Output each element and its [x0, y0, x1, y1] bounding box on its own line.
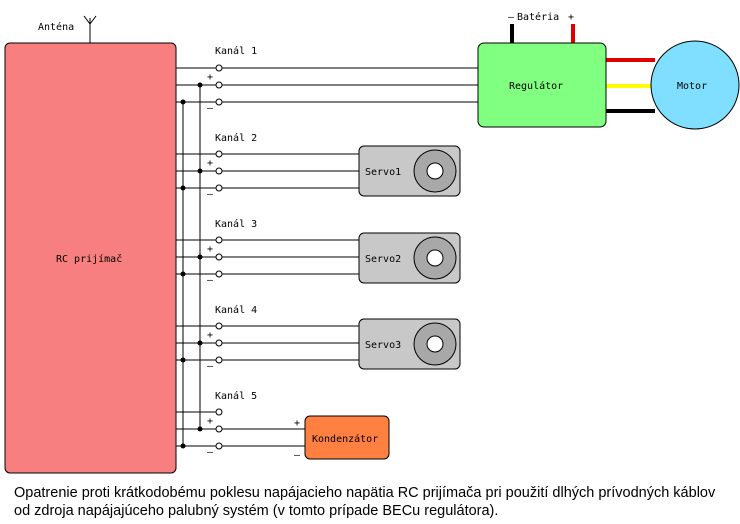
ch1-plus-sign: +: [207, 72, 213, 83]
rc-receiver-box: [4, 42, 177, 474]
servo1: Servo1: [358, 145, 461, 197]
ch3-plus-junction: [197, 254, 203, 260]
ch3-minus-sign: –: [207, 275, 214, 286]
ch5-signal-terminal: [215, 408, 223, 416]
ch1-signal-terminal: [215, 64, 223, 72]
rc-receiver-label: RC prijímač: [56, 253, 122, 265]
ch3-plus-sign: +: [207, 244, 213, 255]
capacitor-label: Kondenzátor: [312, 433, 378, 445]
motor-circle: [650, 40, 740, 130]
ch2-plus-junction: [197, 168, 203, 174]
ch5-minus-junction: [180, 443, 186, 449]
antenna-label: Anténa: [38, 21, 74, 33]
servo1-label: Servo1: [365, 167, 401, 178]
channel-wires: [176, 64, 478, 450]
servo3-label: Servo3: [365, 340, 401, 351]
antenna-icon: [83, 15, 97, 44]
battery-minus-sign: –: [508, 12, 515, 23]
ch2-minus-terminal: [215, 184, 223, 192]
ch1-minus-sign: –: [207, 103, 214, 114]
regulator-box: [477, 42, 607, 128]
ch2-plus-terminal: [215, 167, 223, 175]
ch1-minus-junction: [180, 99, 186, 105]
battery-label: Batéria: [517, 11, 559, 23]
ch2-plus-sign: +: [207, 158, 213, 169]
ch4-minus-junction: [180, 357, 186, 363]
ch2-minus-junction: [180, 185, 186, 191]
figure-caption: Opatrenie proti krátkodobému poklesu nap…: [14, 485, 716, 519]
ch5-minus-terminal: [215, 442, 223, 450]
ch5-plus-junction: [197, 426, 203, 432]
ch4-minus-sign: –: [207, 361, 214, 372]
capacitor-box: [304, 415, 390, 460]
ch3-plus-terminal: [215, 253, 223, 261]
channel-5-label: Kanál 5: [215, 390, 257, 402]
ch5-plus-terminal: [215, 425, 223, 433]
motor-label: Motor: [677, 81, 707, 92]
capacitor-minus-sign: –: [294, 450, 301, 461]
ch5-plus-sign: +: [207, 416, 213, 427]
servo2-label: Servo2: [365, 254, 401, 265]
servo3: Servo3: [358, 318, 461, 370]
wiring-diagram: Anténa RC prijímač – Batéria + Regulátor…: [4, 11, 740, 474]
channel-3-label: Kanál 3: [215, 218, 257, 230]
ch1-plus-junction: [197, 82, 203, 88]
ch2-signal-terminal: [215, 150, 223, 158]
ch1-plus-terminal: [215, 81, 223, 89]
ch3-minus-junction: [180, 271, 186, 277]
ch4-signal-terminal: [215, 322, 223, 330]
capacitor-plus-sign: +: [294, 418, 300, 429]
ch4-plus-junction: [197, 340, 203, 346]
servo2: Servo2: [358, 232, 461, 284]
channel-1-label: Kanál 1: [215, 45, 257, 57]
ch3-signal-terminal: [215, 236, 223, 244]
ch2-minus-sign: –: [207, 189, 214, 200]
channel-2-label: Kanál 2: [215, 132, 257, 144]
channel-4-label: Kanál 4: [215, 304, 257, 316]
ch4-plus-sign: +: [207, 330, 213, 341]
regulator-label: Regulátor: [509, 80, 563, 92]
ch3-minus-terminal: [215, 270, 223, 278]
ch5-minus-sign: –: [207, 447, 214, 458]
ch1-minus-terminal: [215, 98, 223, 106]
ch4-minus-terminal: [215, 356, 223, 364]
battery-plus-sign: +: [568, 12, 574, 23]
ch4-plus-terminal: [215, 339, 223, 347]
